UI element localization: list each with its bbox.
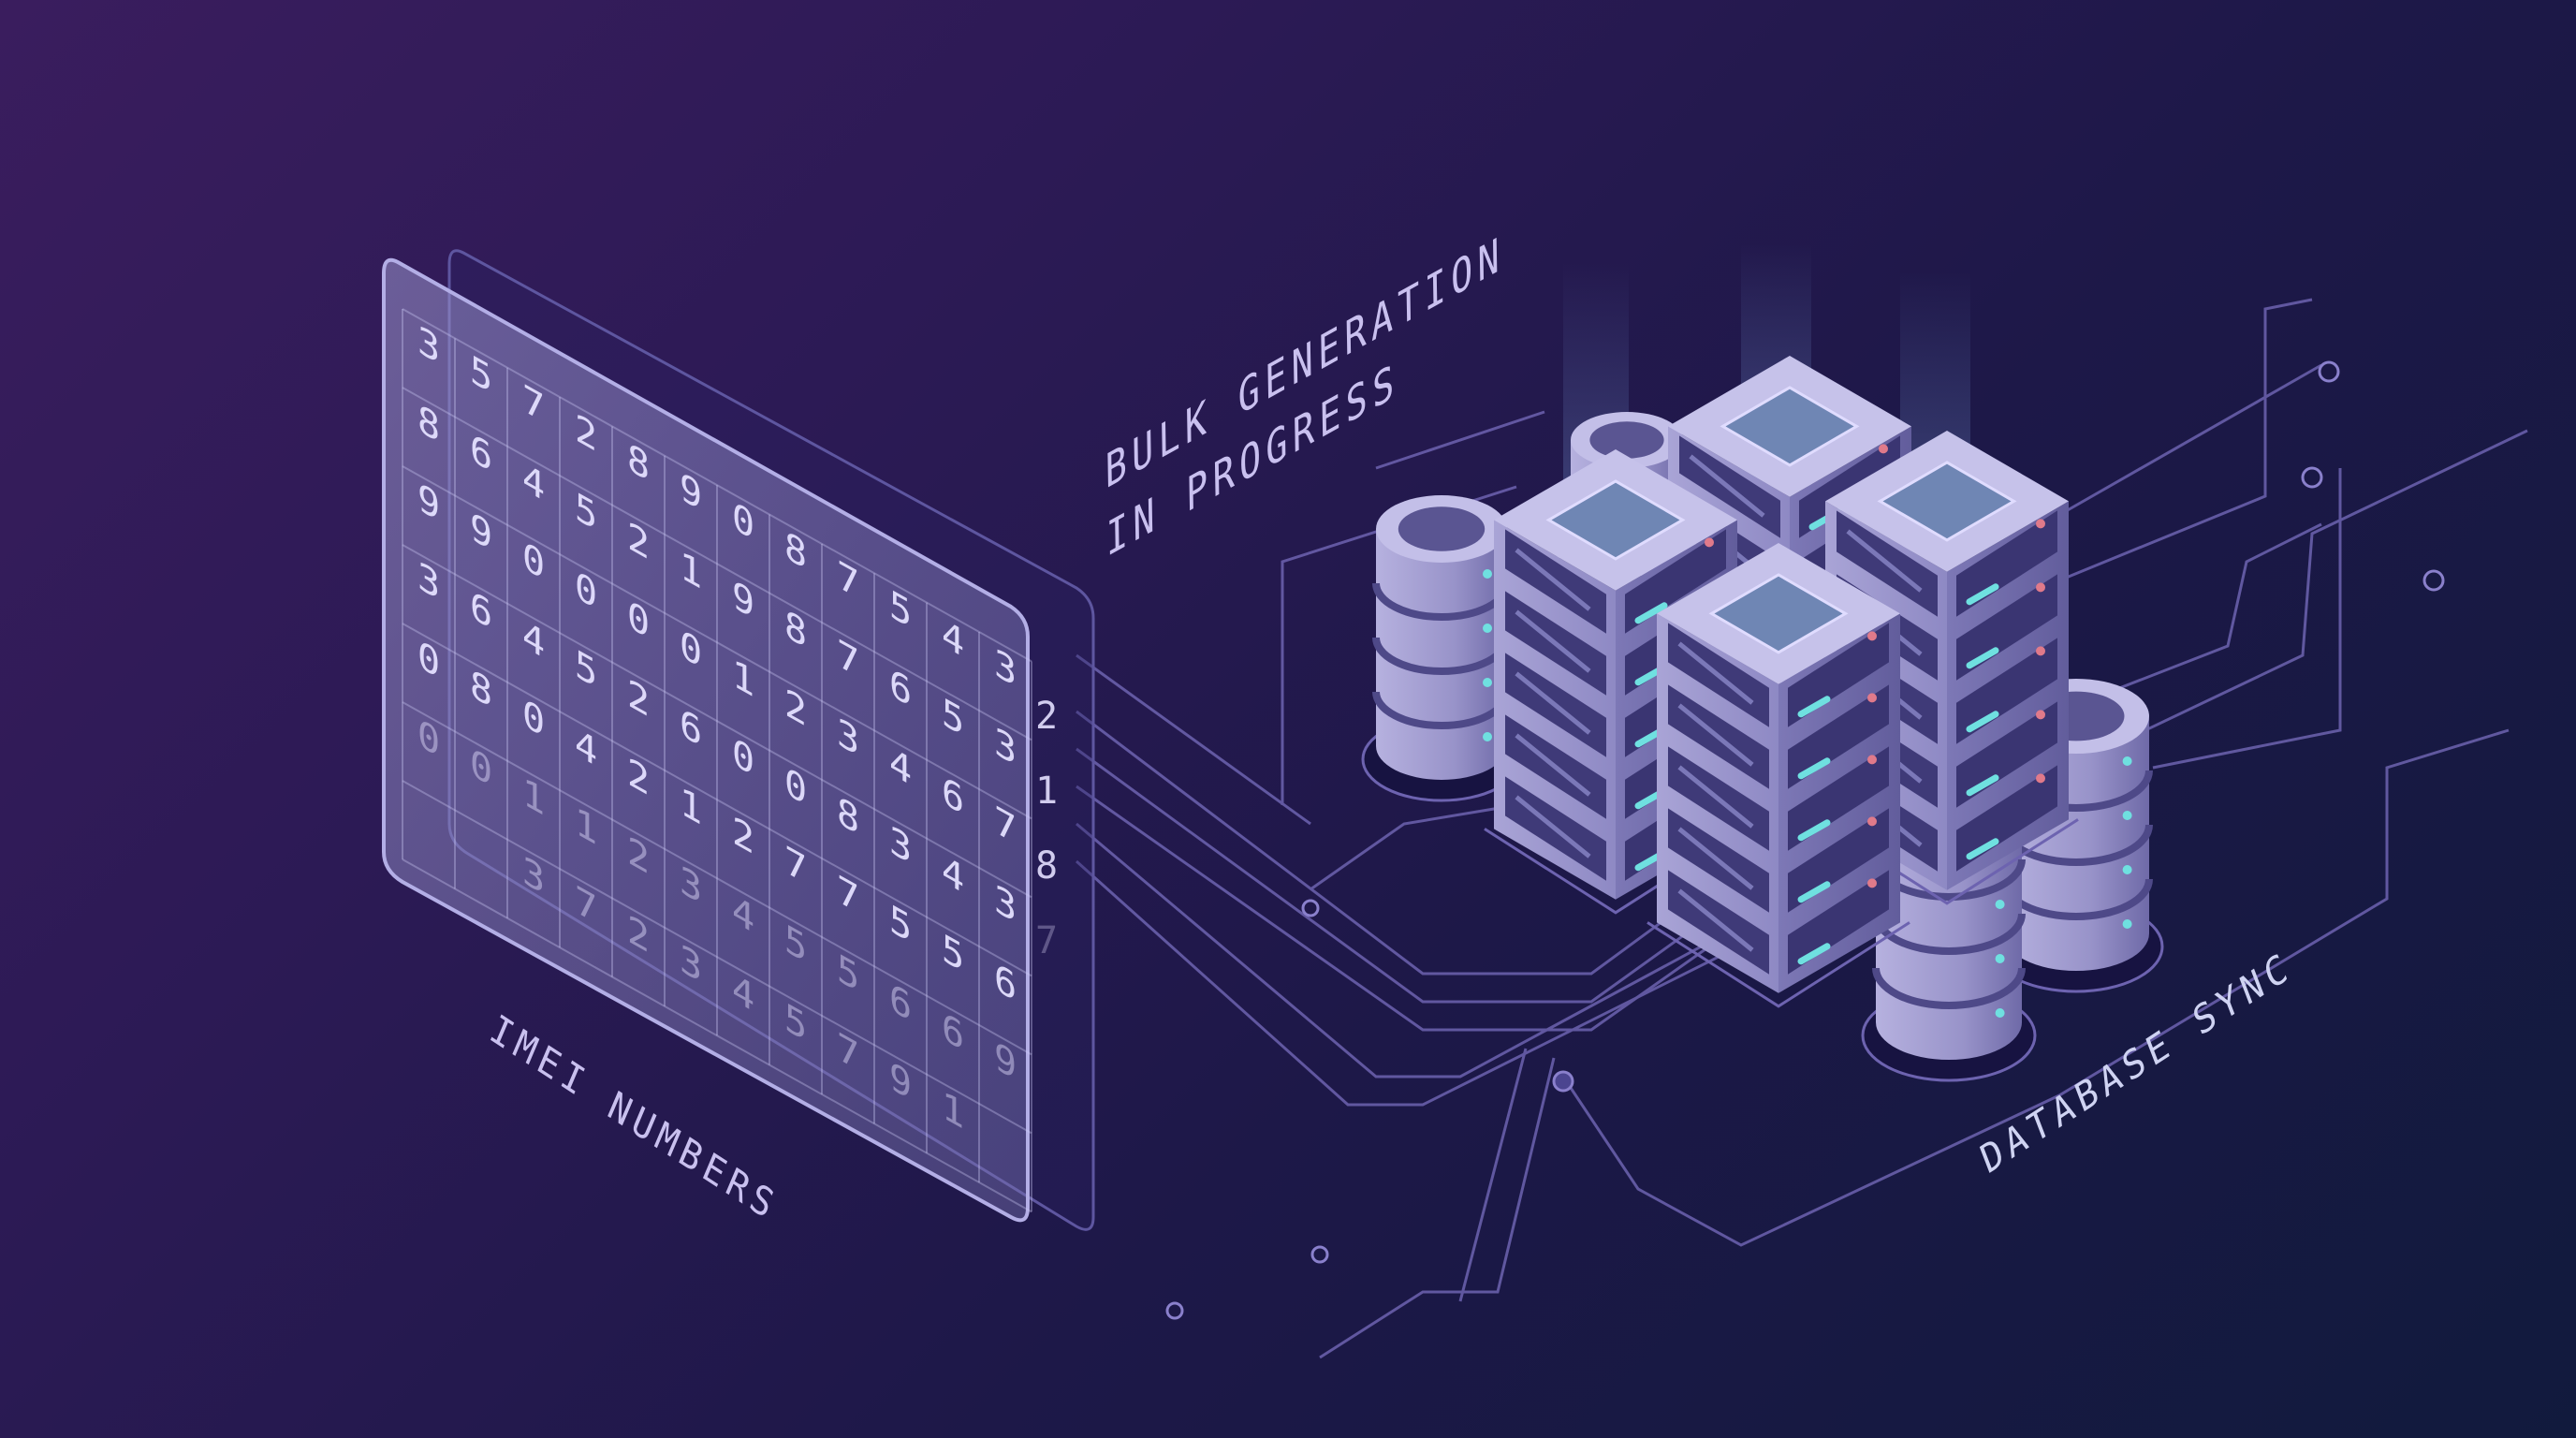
led-icon bbox=[2122, 811, 2132, 820]
server-racks bbox=[1484, 356, 2079, 1008]
led-icon bbox=[1483, 624, 1492, 633]
imei-overflow-digit: 8 bbox=[1035, 844, 1058, 888]
server-rack bbox=[1647, 543, 1910, 1008]
led-icon bbox=[1995, 900, 2005, 909]
led-icon bbox=[1995, 954, 2005, 963]
imei-panel bbox=[382, 257, 1030, 1223]
led-icon bbox=[1483, 569, 1492, 579]
imei-overflow-digit: 7 bbox=[1035, 919, 1058, 962]
imei-grid bbox=[402, 308, 1032, 1213]
led-icon bbox=[1483, 678, 1492, 687]
circuit-nodes bbox=[1165, 360, 2445, 1320]
imei-overflow-digit: 1 bbox=[1035, 770, 1058, 813]
circuit-traces bbox=[1075, 298, 2528, 1359]
led-icon bbox=[2122, 865, 2132, 874]
led-icon bbox=[2122, 756, 2132, 766]
imei-overflow-digit: 2 bbox=[1035, 695, 1058, 738]
